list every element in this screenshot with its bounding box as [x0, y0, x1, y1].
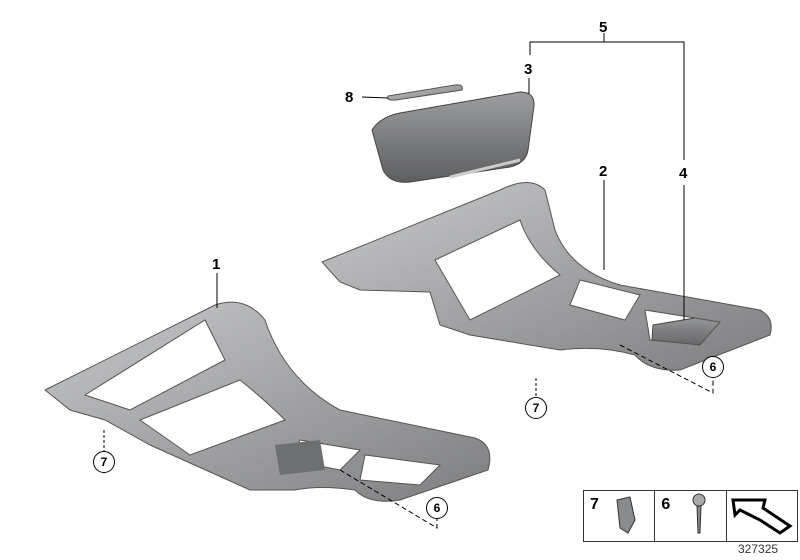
arrow-icon [731, 498, 793, 535]
badge-part-8 [387, 84, 463, 101]
callout-6-upper: 6 [702, 356, 724, 378]
parts-legend: 7 6 [583, 490, 798, 542]
callout-6-lower: 6 [426, 497, 448, 519]
callout-2: 2 [599, 163, 608, 180]
screw-icon [692, 493, 706, 534]
legend-arrow [727, 491, 797, 541]
legend-screw: 6 [655, 491, 727, 541]
callout-1: 1 [212, 256, 221, 273]
cover-part-3 [371, 91, 535, 183]
leader-lines [103, 33, 714, 529]
legend-clip: 7 [584, 491, 656, 541]
legend-number-7: 7 [590, 496, 599, 513]
legend-number-6: 6 [661, 496, 671, 513]
callout-7-lower: 7 [93, 451, 115, 473]
callout-7-upper: 7 [525, 397, 547, 419]
callout-5: 5 [599, 19, 608, 36]
trim-part-1 [44, 301, 491, 502]
callout-8: 8 [345, 89, 354, 106]
diagram-number: 327325 [738, 542, 779, 556]
callout-4: 4 [679, 165, 688, 182]
clip-icon [616, 496, 636, 534]
trim-part-2 [321, 182, 772, 371]
callout-3: 3 [524, 61, 533, 78]
